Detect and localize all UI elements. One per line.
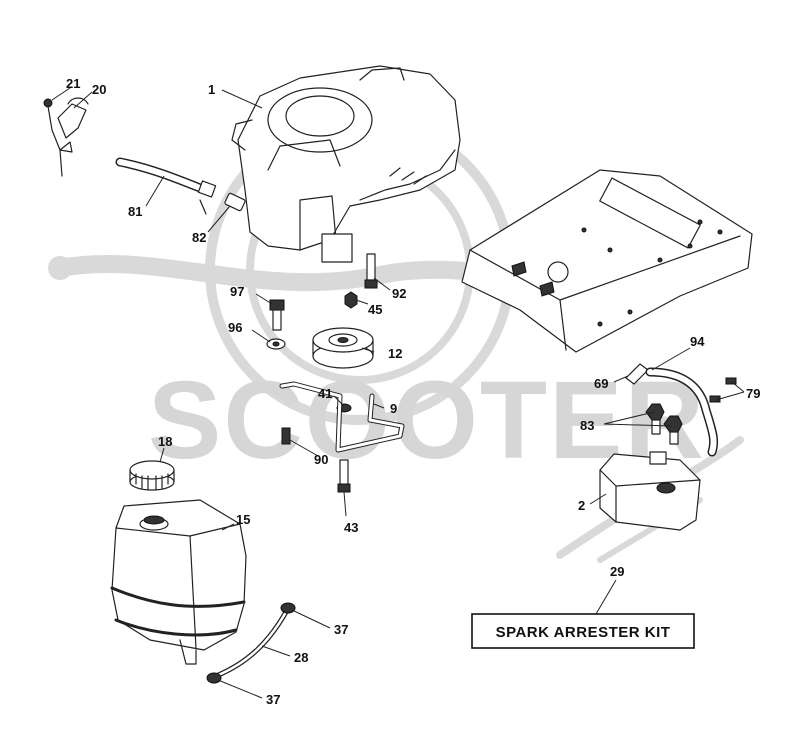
callout-96: 96 xyxy=(228,320,242,335)
fuel-cap-part xyxy=(129,460,175,491)
pulley-part xyxy=(312,327,374,369)
bolts-83-part xyxy=(645,403,683,445)
callout-94: 94 xyxy=(690,334,705,349)
bolt-97-part xyxy=(269,299,285,331)
callout-69: 69 xyxy=(594,376,608,391)
bracket-rod-part xyxy=(279,381,405,493)
callout-9: 9 xyxy=(390,401,397,416)
callout-29: 29 xyxy=(610,564,624,579)
engine-part xyxy=(231,65,461,263)
callout-90: 90 xyxy=(314,452,328,467)
exhaust-pipe-part xyxy=(625,363,737,457)
muffler-part xyxy=(599,451,701,531)
callout-82: 82 xyxy=(192,230,206,245)
callout-97: 97 xyxy=(230,284,244,299)
nut-45-part xyxy=(344,291,358,309)
callout-37-lower: 37 xyxy=(266,692,280,707)
callout-43: 43 xyxy=(344,520,358,535)
callout-21: 21 xyxy=(66,76,80,91)
callout-18: 18 xyxy=(158,434,172,449)
spark-arrester-kit-box: SPARK ARRESTER KIT xyxy=(471,613,695,649)
callout-28: 28 xyxy=(294,650,308,665)
fuel-line-part xyxy=(206,602,296,684)
fuel-hose-part xyxy=(115,157,246,215)
callout-92: 92 xyxy=(392,286,406,301)
callout-2: 2 xyxy=(578,498,585,513)
callout-81: 81 xyxy=(128,204,142,219)
spark-arrester-kit-label: SPARK ARRESTER KIT xyxy=(496,624,671,641)
fuel-tank-part xyxy=(110,499,247,665)
washer-96-part xyxy=(266,338,286,350)
callout-83: 83 xyxy=(580,418,594,433)
callout-12: 12 xyxy=(388,346,402,361)
callout-1: 1 xyxy=(208,82,215,97)
leader-lines xyxy=(51,87,745,699)
callout-79: 79 xyxy=(746,386,760,401)
callout-20: 20 xyxy=(92,82,106,97)
choke-control-part xyxy=(43,97,89,177)
bolt-92-part xyxy=(364,253,378,289)
callout-45: 45 xyxy=(368,302,382,317)
chassis-frame-part xyxy=(461,169,753,353)
callout-37-upper: 37 xyxy=(334,622,348,637)
callout-41: 41 xyxy=(318,386,332,401)
callout-labels: 1 21 20 81 82 92 45 97 96 12 41 9 90 43 … xyxy=(66,76,760,707)
callout-15: 15 xyxy=(236,512,250,527)
